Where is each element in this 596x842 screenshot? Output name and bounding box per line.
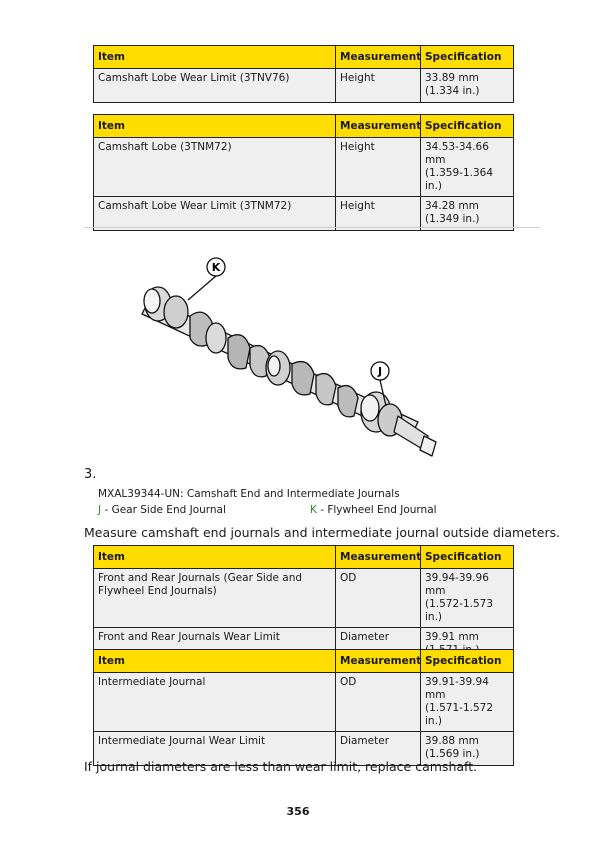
spec-metric: 39.91 mm [425,631,479,643]
cell-specification: 39.94-39.96 mm(1.572-1.573 in.) [420,568,514,628]
spec-table-intermediate-journal: Item Measurement Specification Intermedi… [93,649,514,766]
cell-measurement: Height [335,196,421,231]
header-item: Item [93,545,336,569]
cell-item: Intermediate Journal Wear Limit [93,731,336,766]
spec-metric: 33.89 mm [425,72,479,84]
header-specification: Specification [420,45,514,69]
section-divider [84,227,540,228]
table-row: Intermediate Journal Wear Limit Diameter… [93,731,514,766]
header-specification: Specification [420,649,514,673]
spec-metric: 39.88 mm [425,735,479,747]
spec-imperial: (1.334 in.) [425,85,480,97]
cell-item: Camshaft Lobe Wear Limit (3TNM72) [93,196,336,231]
table-header-row: Item Measurement Specification [93,114,514,138]
table-row: Camshaft Lobe Wear Limit (3TNV76) Height… [93,68,514,103]
figure-caption: MXAL39344-UN: Camshaft End and Intermedi… [98,488,400,500]
cell-item: Front and Rear Journals (Gear Side and F… [93,568,336,628]
callout-k-label: K [212,261,221,274]
cell-measurement: Height [335,68,421,103]
spec-metric: 34.53-34.66 mm [425,141,489,166]
cell-specification: 34.28 mm(1.349 in.) [420,196,514,231]
legend-key-j: J [98,504,102,516]
spec-imperial: (1.349 in.) [425,213,480,225]
spec-table-lobe-wear-3tnv76: Item Measurement Specification Camshaft … [93,45,514,103]
instruction-replace: If journal diameters are less than wear … [84,759,478,774]
header-measurement: Measurement [335,45,421,69]
header-specification: Specification [420,114,514,138]
legend-text-k: - Flywheel End Journal [316,504,437,516]
spec-imperial: (1.571-1.572 in.) [425,702,494,727]
cell-specification: 39.88 mm(1.569 in.) [420,731,514,766]
legend-item-k: K - Flywheel End Journal [310,504,437,516]
header-measurement: Measurement [335,545,421,569]
cell-item: Intermediate Journal [93,672,336,732]
spec-metric: 34.28 mm [425,200,479,212]
table-header-row: Item Measurement Specification [93,649,514,673]
cell-specification: 34.53-34.66 mm(1.359-1.364 in.) [420,137,514,197]
callout-k: K [206,257,226,277]
header-item: Item [93,114,336,138]
table-row: Camshaft Lobe (3TNM72) Height 34.53-34.6… [93,137,514,197]
spec-imperial: (1.569 in.) [425,748,480,760]
cell-measurement: Diameter [335,731,421,766]
instruction-measure: Measure camshaft end journals and interm… [84,525,561,540]
cell-specification: 39.91-39.94 mm(1.571-1.572 in.) [420,672,514,732]
header-measurement: Measurement [335,649,421,673]
legend-item-j: J - Gear Side End Journal [98,504,226,516]
spec-metric: 39.94-39.96 mm [425,572,489,597]
header-measurement: Measurement [335,114,421,138]
table-row: Front and Rear Journals (Gear Side and F… [93,568,514,628]
step-number: 3. [84,467,97,482]
legend-text-j: - Gear Side End Journal [101,504,226,516]
spec-table-end-journals: Item Measurement Specification Front and… [93,545,514,662]
table-header-row: Item Measurement Specification [93,545,514,569]
table-row: Intermediate Journal OD 39.91-39.94 mm(1… [93,672,514,732]
callout-j: J [370,361,390,381]
cell-specification: 33.89 mm(1.334 in.) [420,68,514,103]
cell-measurement: OD [335,672,421,732]
spec-imperial: (1.572-1.573 in.) [425,598,494,623]
cell-item: Camshaft Lobe Wear Limit (3TNV76) [93,68,336,103]
spec-metric: 39.91-39.94 mm [425,676,489,701]
page-number: 356 [286,805,310,818]
header-item: Item [93,649,336,673]
table-row: Camshaft Lobe Wear Limit (3TNM72) Height… [93,196,514,231]
cell-measurement: OD [335,568,421,628]
cell-measurement: Height [335,137,421,197]
legend-key-k: K [310,504,317,516]
cell-item: Camshaft Lobe (3TNM72) [93,137,336,197]
table-header-row: Item Measurement Specification [93,45,514,69]
header-specification: Specification [420,545,514,569]
spec-table-lobe-3tnm72: Item Measurement Specification Camshaft … [93,114,514,231]
header-item: Item [93,45,336,69]
camshaft-illustration: K J [141,257,437,457]
callout-j-label: J [377,365,382,378]
spec-imperial: (1.359-1.364 in.) [425,167,494,192]
